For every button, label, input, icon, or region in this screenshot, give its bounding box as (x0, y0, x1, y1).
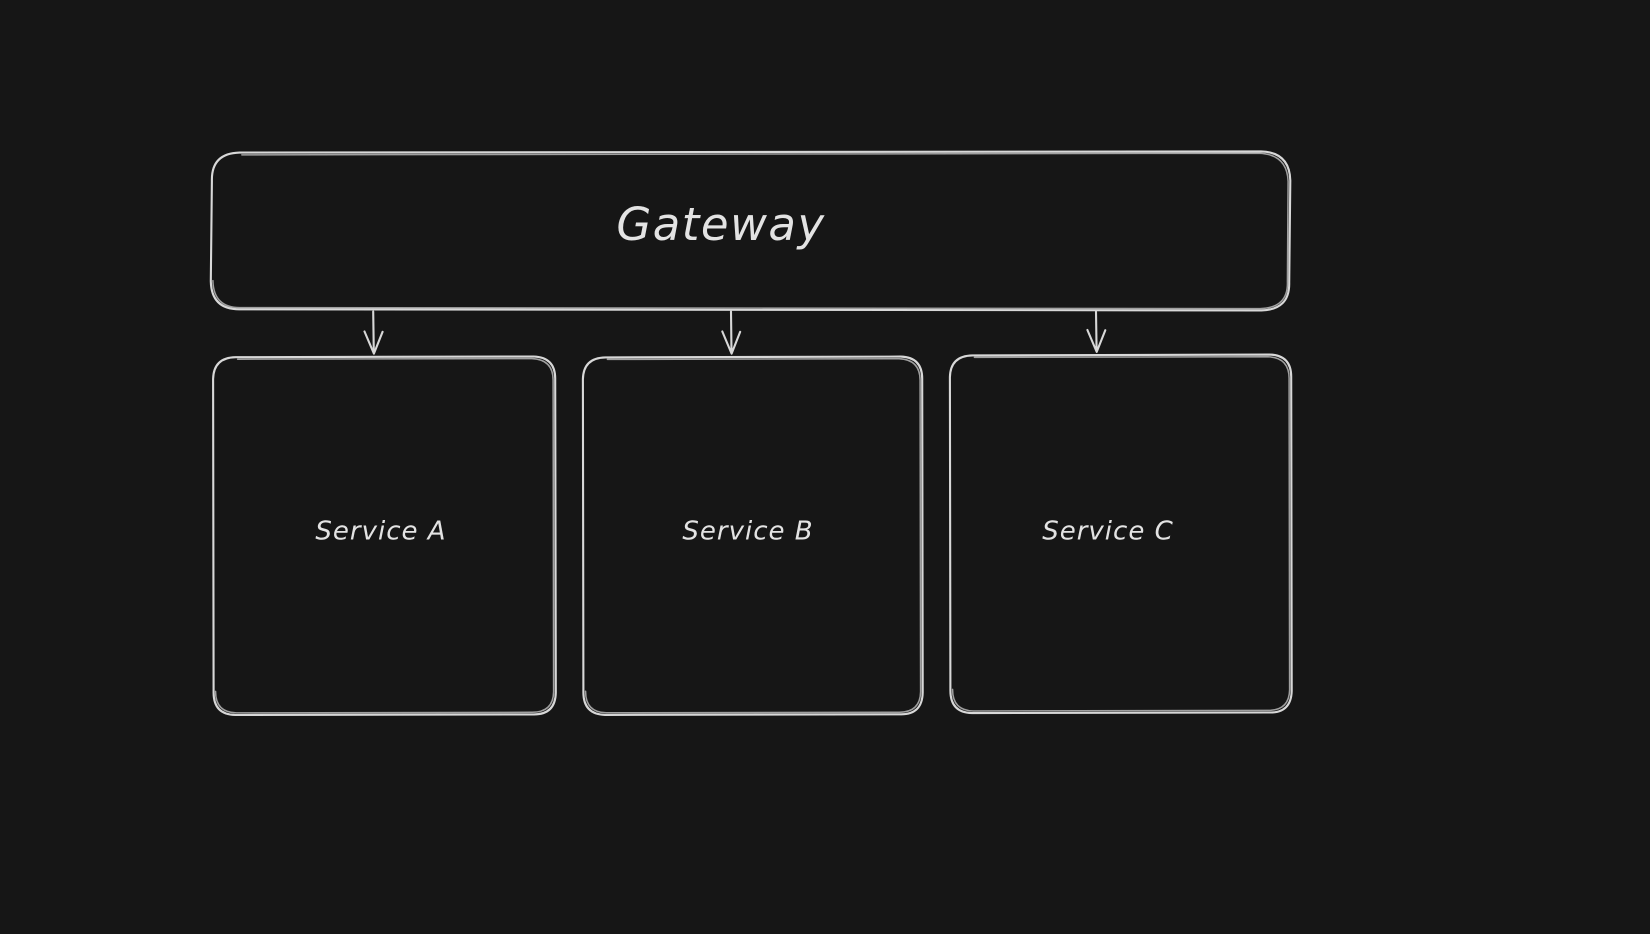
service-c-box-outline-sketch (951, 355, 1291, 712)
edge-gateway-to-service-b[interactable] (721, 310, 742, 355)
service-a-box-outline-sketch (214, 357, 555, 714)
arrow-line-b (729, 310, 733, 354)
node-service-a[interactable]: Service A (212, 355, 557, 717)
gateway-box-outline-sketch (212, 152, 1289, 310)
gateway-label: Gateway (616, 198, 825, 251)
service-b-box-outline (581, 355, 924, 716)
service-c-label: Service C (1042, 517, 1174, 547)
node-service-b[interactable]: Service B (581, 355, 924, 716)
arrow-head-c (1086, 328, 1107, 353)
arrow-line-a (372, 310, 375, 354)
node-service-c[interactable]: Service C (948, 353, 1293, 715)
service-a-label: Service A (315, 517, 446, 547)
edge-gateway-to-service-c[interactable] (1086, 310, 1107, 353)
gateway-box-outline (209, 150, 1292, 312)
service-b-label: Service B (682, 517, 813, 547)
service-c-box-outline (948, 353, 1293, 715)
edge-gateway-to-service-a[interactable] (363, 310, 384, 355)
arrow-line-c (1094, 310, 1098, 352)
arrow-head-b (721, 330, 742, 355)
service-a-box-outline (212, 355, 557, 717)
service-b-box-outline-sketch (584, 357, 922, 714)
node-gateway[interactable]: Gateway (209, 150, 1292, 312)
arrow-head-a (363, 330, 384, 355)
